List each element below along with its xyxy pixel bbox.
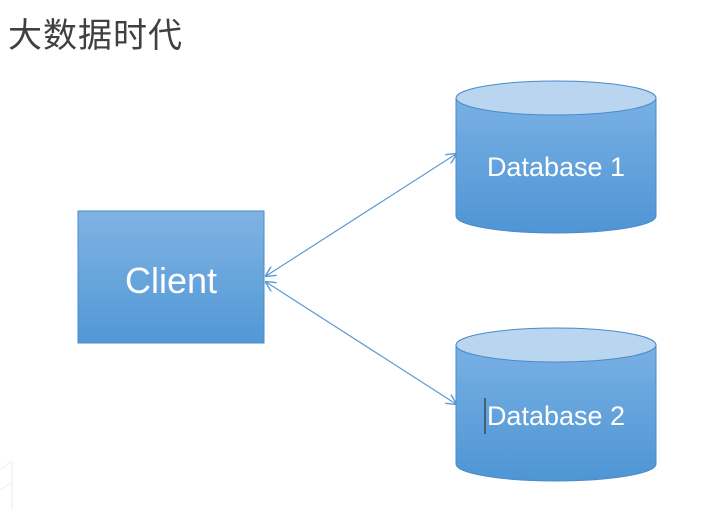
database-2-node[interactable]: Database 2 [455, 327, 657, 482]
database-1-node[interactable]: Database 1 [455, 80, 657, 234]
client-node[interactable]: Client [77, 210, 265, 344]
database-2-label: Database 2 [487, 401, 625, 431]
edge-client-db2 [266, 282, 456, 404]
database-1-label: Database 1 [487, 152, 625, 182]
client-label: Client [125, 260, 217, 301]
page-title: 大数据时代 [8, 16, 183, 56]
faint-shape-decoration [0, 461, 13, 510]
edge-client-db1 [266, 154, 456, 276]
